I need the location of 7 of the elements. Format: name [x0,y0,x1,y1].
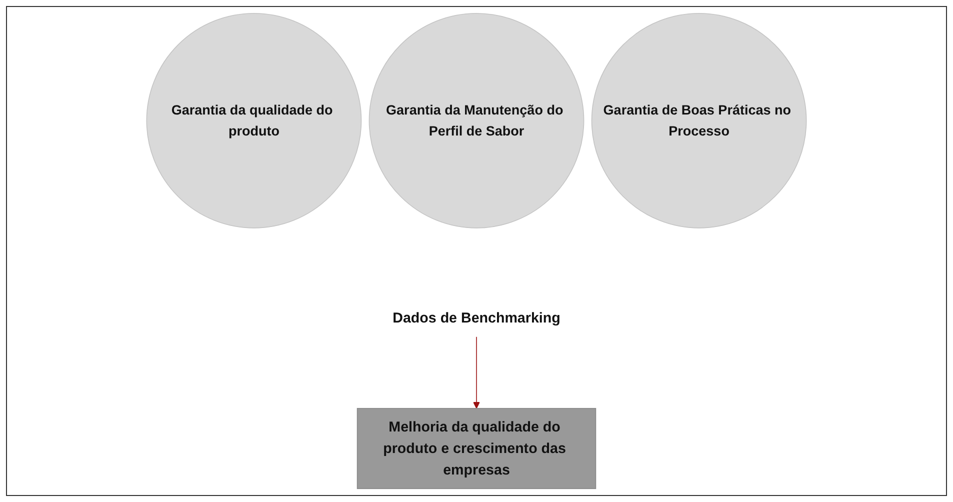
arrow [473,336,480,409]
node-circle [146,12,362,228]
node-circle [368,12,584,228]
node-box [356,408,596,490]
node-text: Dados de Benchmarking [392,310,560,326]
node-circle [591,12,807,228]
diagram: Garantia da qualidade do produto Garantia da Manutenção do Perfil de Sabor Garantia de Boas Práticas no Processo Dados de Benchmarking Melhoria da qualidade do produto e crescimento das empresas [7,7,946,495]
